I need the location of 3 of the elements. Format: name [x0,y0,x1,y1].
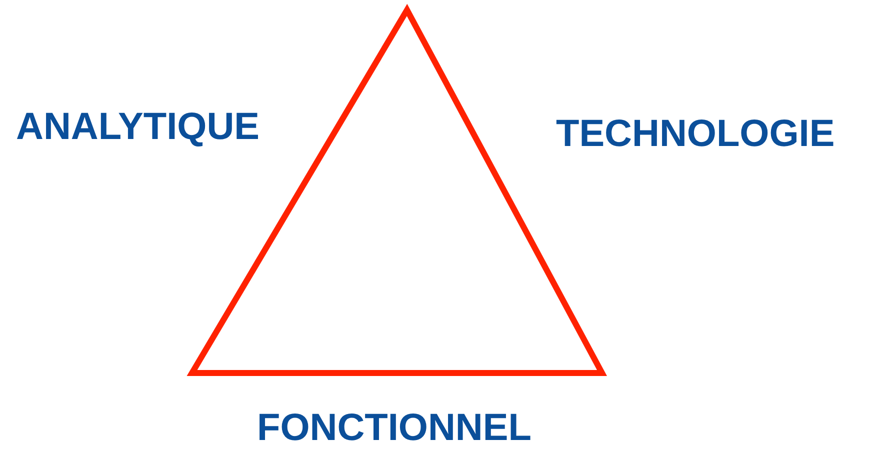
side-label: TECHNOLOGIE [556,115,835,153]
side-label: ANALYTIQUE [16,108,260,146]
side-label: FONCTIONNEL [257,409,532,447]
